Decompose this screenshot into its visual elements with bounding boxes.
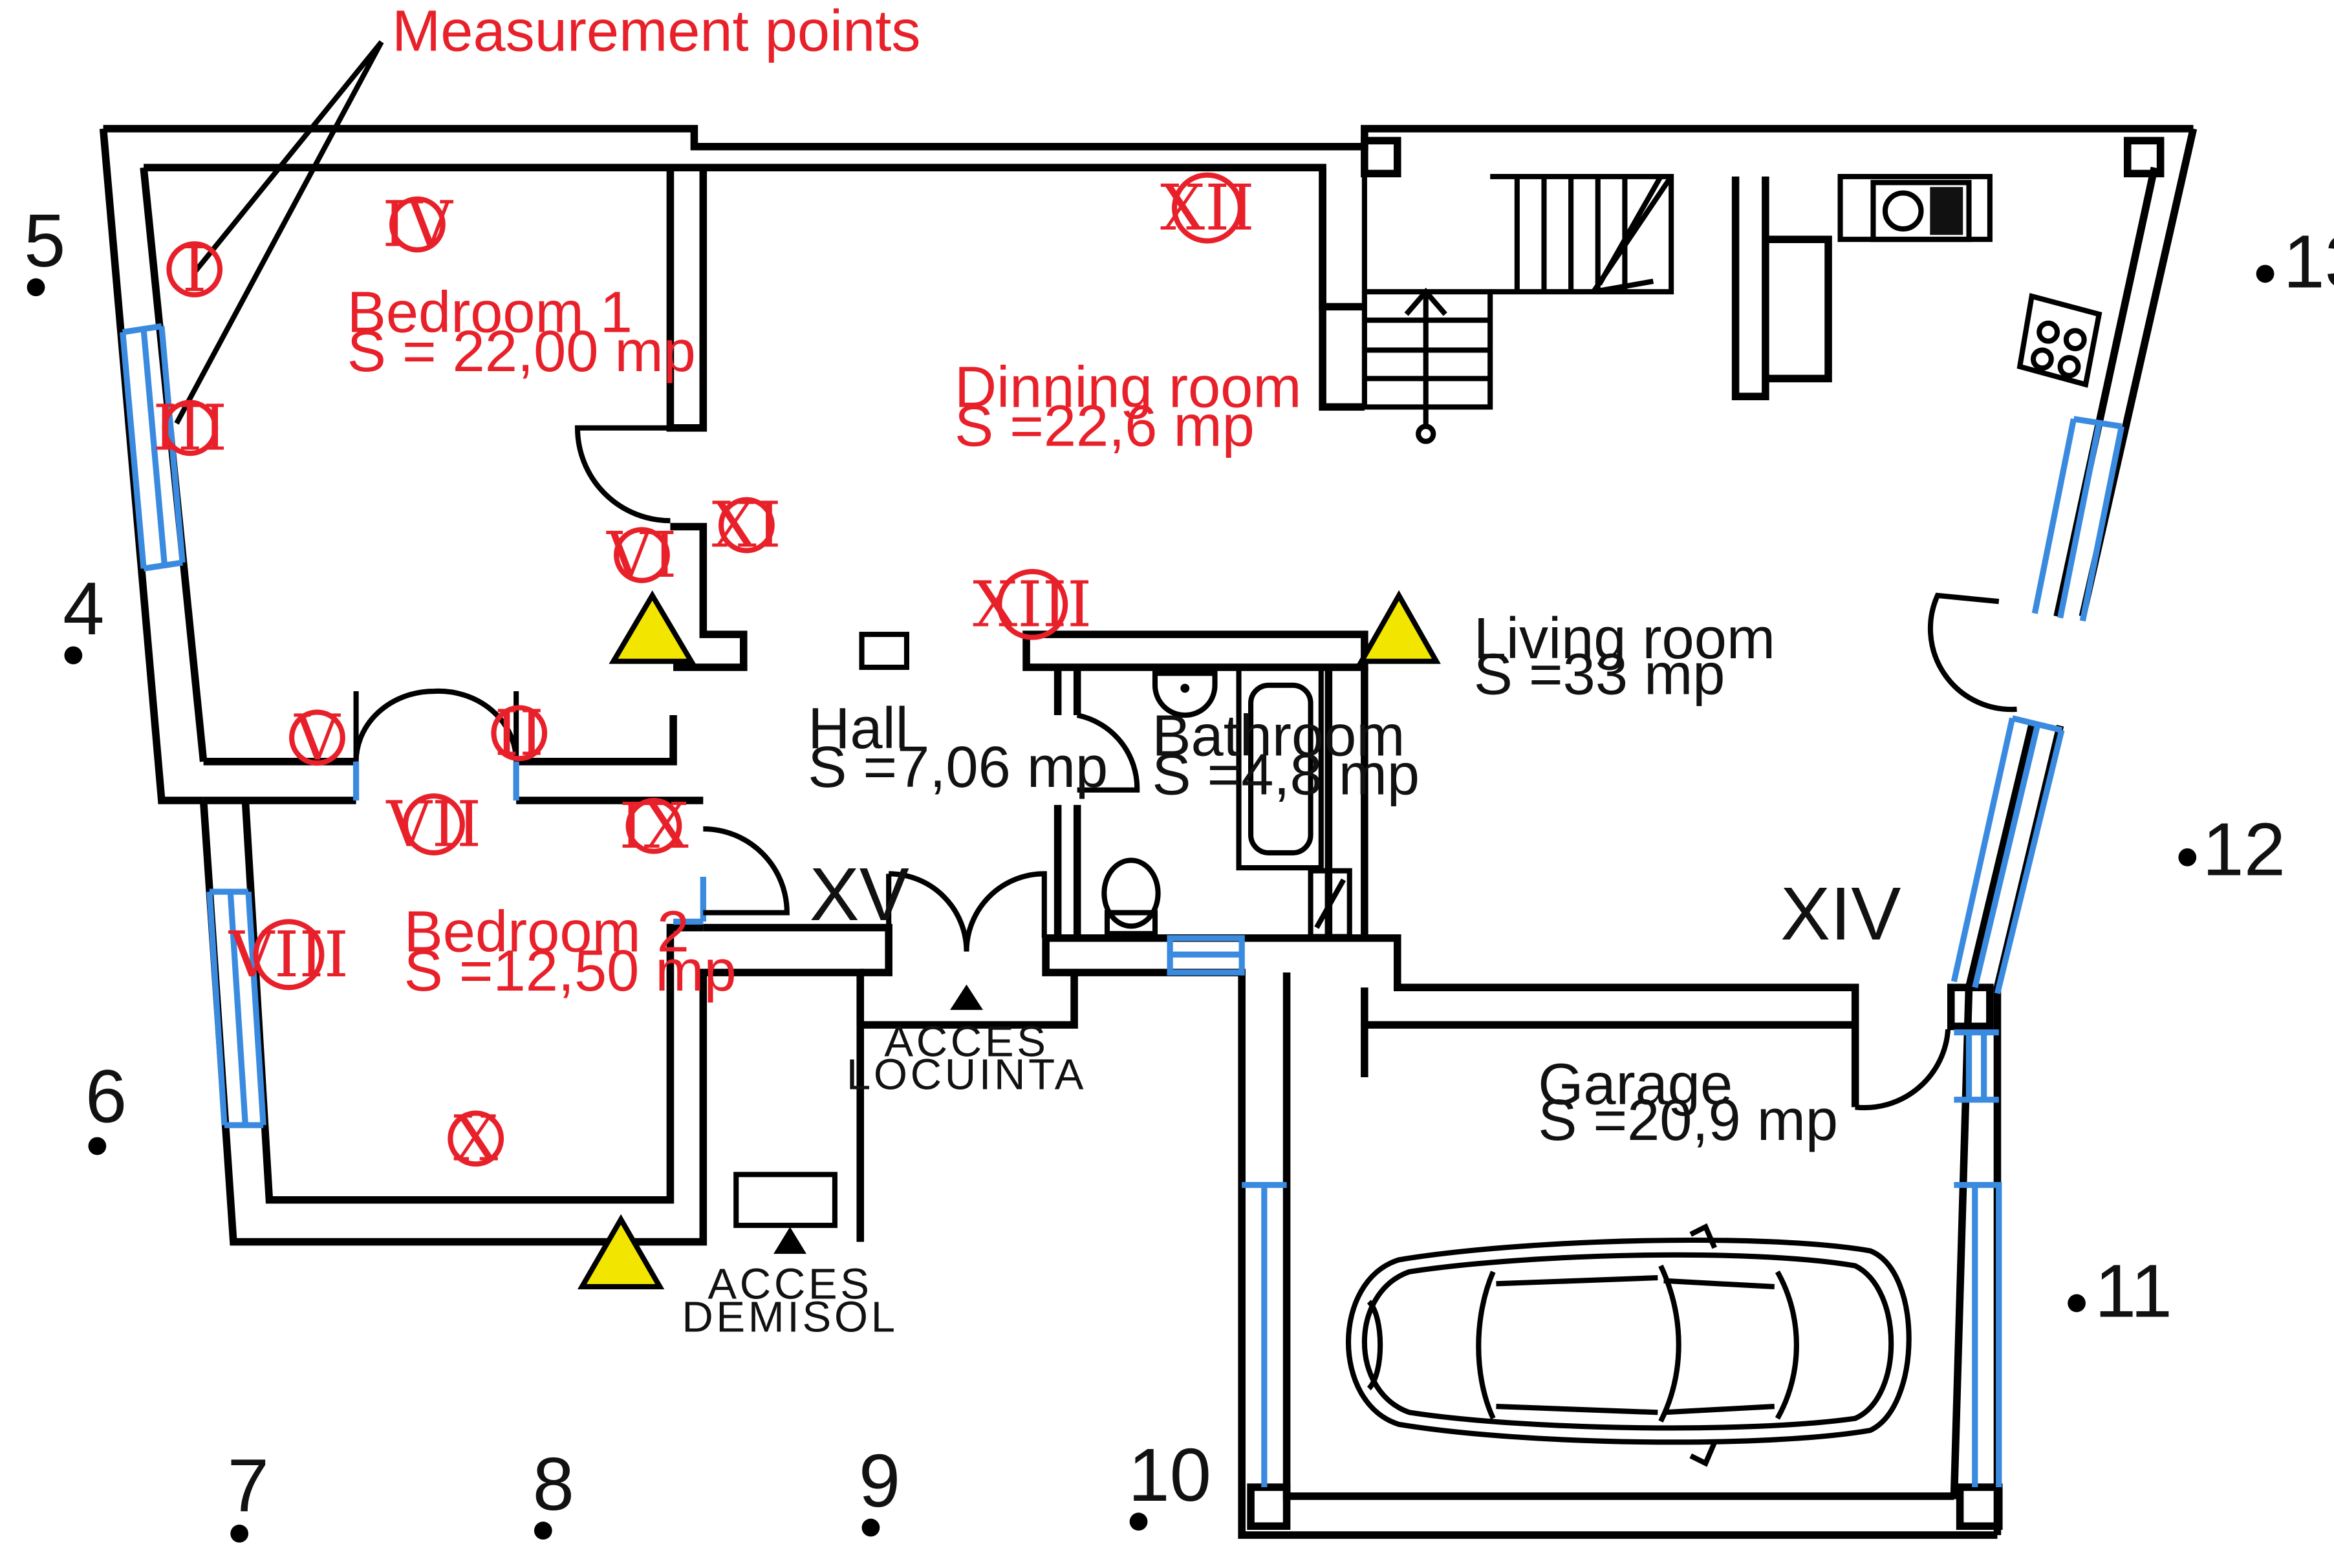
outdoor-point-4: 4 [63, 566, 105, 665]
outdoor-point-7: 7 [228, 1443, 269, 1543]
car-icon [1346, 1223, 1912, 1467]
outdoor-point-6: 6 [85, 1054, 127, 1155]
svg-text:6: 6 [85, 1054, 127, 1138]
outdoor-point-9: 9 [859, 1439, 900, 1537]
room-area-bathroom: S =4,8 mp [1152, 742, 1420, 808]
outdoor-point-11: 11 [2068, 1249, 2172, 1333]
point-X: X [448, 1102, 504, 1175]
svg-text:4: 4 [63, 566, 104, 650]
indoor-points: I II III IV V VI VII VIII IX X XI XII XI… [153, 171, 1255, 1175]
room-area-dinning: S =22,6 mp [955, 394, 1255, 459]
outdoor-point-8: 8 [533, 1442, 574, 1540]
svg-text:XII: XII [1160, 171, 1255, 244]
point-XII: XII [1160, 171, 1255, 244]
outdoor-point-12: 12 [2178, 808, 2285, 892]
point-VII: VII [385, 788, 481, 861]
svg-text:7: 7 [228, 1443, 269, 1527]
doors [353, 425, 2017, 1111]
room-area-bedroom2: S =12,50 mp [404, 938, 737, 1004]
svg-text:III: III [153, 391, 227, 464]
room-name-bedroom2: Bedroom 2 [404, 899, 689, 965]
svg-text:12: 12 [2202, 808, 2285, 892]
bathtub-icon [1236, 664, 1324, 871]
point-IX: IX [619, 789, 689, 863]
svg-text:IV: IV [382, 188, 453, 261]
door-swing-icon [1927, 592, 2017, 713]
point-XI: XI [712, 489, 782, 562]
outdoor-point-10: 10 [1128, 1433, 1211, 1531]
room-area-bedroom1: S = 22,00 mp [347, 319, 696, 384]
svg-text:8: 8 [533, 1442, 574, 1526]
warning-triangle-icon [1357, 590, 1441, 664]
access-arrow-icon [773, 1227, 806, 1254]
point-VIII: VIII [228, 918, 349, 991]
sink-icon [1152, 671, 1218, 718]
windows [120, 323, 2125, 1488]
svg-text:13: 13 [2283, 219, 2334, 303]
room-name-living: Living room [1474, 606, 1775, 671]
room-area-hall: S =7,06 mp [808, 735, 1108, 800]
access-locuinta-line2: LOCUINTA [847, 1051, 1086, 1099]
room-area-living: S =33 mp [1474, 642, 1725, 707]
toilet-icon [1101, 857, 1161, 936]
access-demisol-line2: DEMISOL [682, 1293, 898, 1341]
point-V: V [289, 701, 345, 774]
room-name-dinning: Dinning room [955, 354, 1302, 420]
point-III: III [153, 391, 227, 464]
room-name-bathroom: Bathroom [1152, 703, 1405, 769]
svg-text:VI: VI [606, 519, 677, 592]
svg-text:10: 10 [1128, 1433, 1211, 1517]
svg-text:XIII: XIII [973, 568, 1092, 641]
room-name-garage: Garage [1538, 1052, 1733, 1117]
svg-text:XI: XI [712, 489, 782, 562]
point-XV: XV [810, 852, 909, 936]
door-swing-icon [886, 871, 1047, 952]
outdoor-point-13: 13 [2256, 219, 2334, 303]
warning-triangles [577, 590, 1441, 1290]
svg-text:VII: VII [385, 788, 481, 861]
point-VI: VI [606, 519, 677, 592]
room-area-garage: S =20,9 mp [1538, 1088, 1838, 1153]
svg-text:I: I [182, 233, 207, 306]
outdoor-point-5: 5 [24, 199, 65, 297]
svg-text:9: 9 [859, 1439, 900, 1523]
door-swing-icon [353, 688, 519, 762]
warning-triangle-icon [609, 590, 696, 664]
svg-text:5: 5 [24, 199, 65, 283]
room-name-bedroom1: Bedroom 1 [347, 280, 632, 345]
access-arrow-icon [950, 984, 983, 1010]
access-locuinta-line1: ACCES [884, 1018, 1048, 1066]
stove-icon [2016, 293, 2102, 388]
svg-text:VIII: VIII [228, 918, 349, 991]
measurement-points-label: Measurement points [392, 0, 920, 64]
outdoor-points: 4 5 6 7 8 9 10 11 12 13 [24, 199, 2334, 1543]
legend-leaders [174, 40, 384, 425]
door-swing-icon [574, 425, 671, 524]
svg-text:V: V [294, 701, 341, 774]
door-swing-icon [1076, 713, 1140, 793]
svg-text:11: 11 [2095, 1249, 2172, 1333]
appliance-icon [1870, 180, 1972, 242]
room-name-hall: Hall [808, 696, 908, 761]
svg-text:IX: IX [619, 789, 689, 863]
point-IV: IV [382, 188, 453, 261]
point-XIV: XIV [1780, 872, 1901, 956]
door-swing-icon [703, 826, 790, 916]
point-XIII: XIII [973, 568, 1092, 641]
svg-text:II: II [494, 696, 544, 769]
door-swing-icon [1855, 1029, 1951, 1111]
point-II: II [491, 696, 548, 769]
svg-text:X: X [453, 1102, 498, 1175]
point-I: I [166, 233, 223, 306]
access-demisol-line1: ACCES [708, 1260, 872, 1308]
warning-triangle-icon [577, 1214, 665, 1290]
